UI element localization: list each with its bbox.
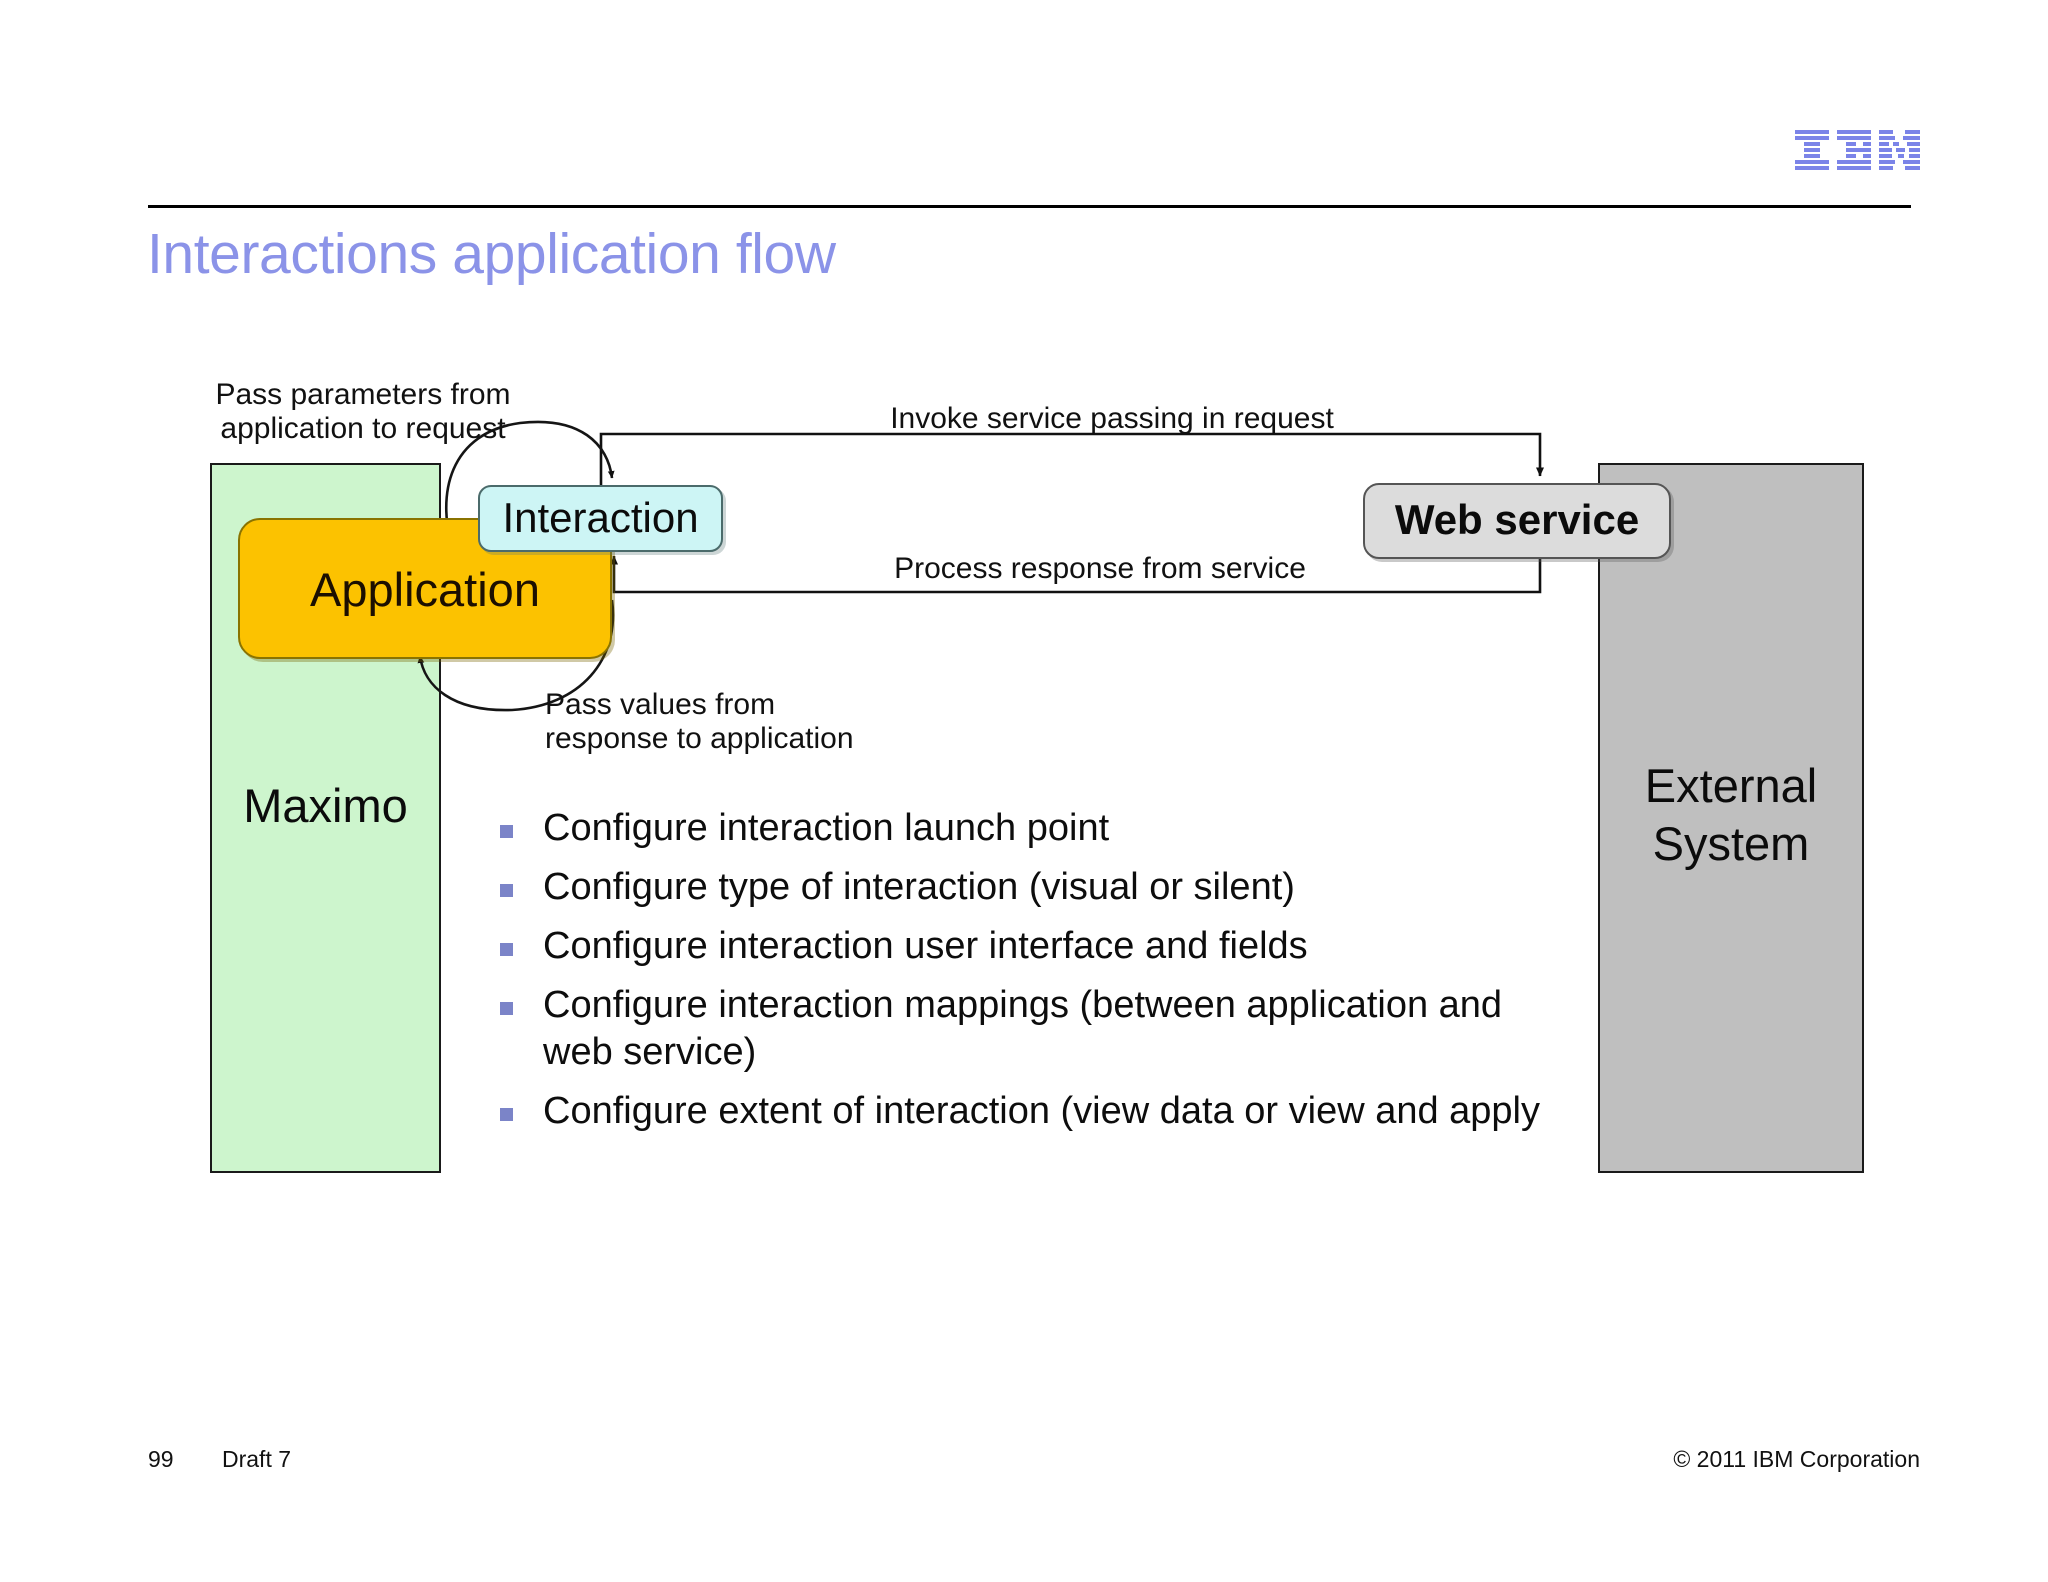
annotation-pass-values: Pass values from response to application bbox=[545, 688, 854, 755]
external-system-panel bbox=[1598, 463, 1864, 1173]
footer-draft-label: Draft 7 bbox=[222, 1446, 292, 1472]
web-service-node-label: Web service bbox=[1394, 496, 1640, 543]
header-divider bbox=[148, 205, 1911, 208]
list-item: Configure extent of interaction (view da… bbox=[500, 1088, 1580, 1135]
list-item: Configure interaction user interface and… bbox=[500, 923, 1580, 970]
bullet-square-icon bbox=[500, 943, 513, 956]
external-system-panel-label: External System bbox=[1644, 759, 1818, 870]
interaction-node-label: Interaction bbox=[502, 494, 699, 541]
interaction-node[interactable] bbox=[478, 485, 723, 552]
footer-page-number: 99 bbox=[148, 1446, 174, 1472]
annotation-process-response: Process response from service bbox=[894, 552, 1306, 585]
list-item: Configure interaction launch point bbox=[500, 805, 1580, 852]
annotation-pass-parameters: Pass parameters from application to requ… bbox=[215, 378, 511, 445]
list-item-label: Configure type of interaction (visual or… bbox=[543, 866, 1295, 908]
bullet-square-icon bbox=[500, 1002, 513, 1015]
bullet-square-icon bbox=[500, 1108, 513, 1121]
list-item-label: Configure extent of interaction (view da… bbox=[543, 1090, 1540, 1132]
web-service-node[interactable] bbox=[1363, 483, 1671, 559]
annotation-invoke-service: Invoke service passing in request bbox=[890, 402, 1334, 435]
list-item-label: Configure interaction mappings (between … bbox=[543, 984, 1503, 1073]
list-item-label: Configure interaction launch point bbox=[543, 807, 1110, 849]
maximo-panel-label: Maximo bbox=[243, 779, 408, 832]
list-item: Configure type of interaction (visual or… bbox=[500, 864, 1580, 911]
list-item-label: Configure interaction user interface and… bbox=[543, 925, 1308, 967]
page-title: Interactions application flow bbox=[147, 222, 836, 286]
footer-copyright: © 2011 IBM Corporation bbox=[1673, 1446, 1920, 1472]
bullet-square-icon bbox=[500, 884, 513, 897]
list-item: Configure interaction mappings (between … bbox=[500, 982, 1580, 1076]
bullet-list: Configure interaction launch point Confi… bbox=[500, 805, 1580, 1147]
ibm-logo bbox=[1795, 130, 1920, 170]
application-node-label: Application bbox=[310, 563, 540, 616]
bullet-square-icon bbox=[500, 825, 513, 838]
